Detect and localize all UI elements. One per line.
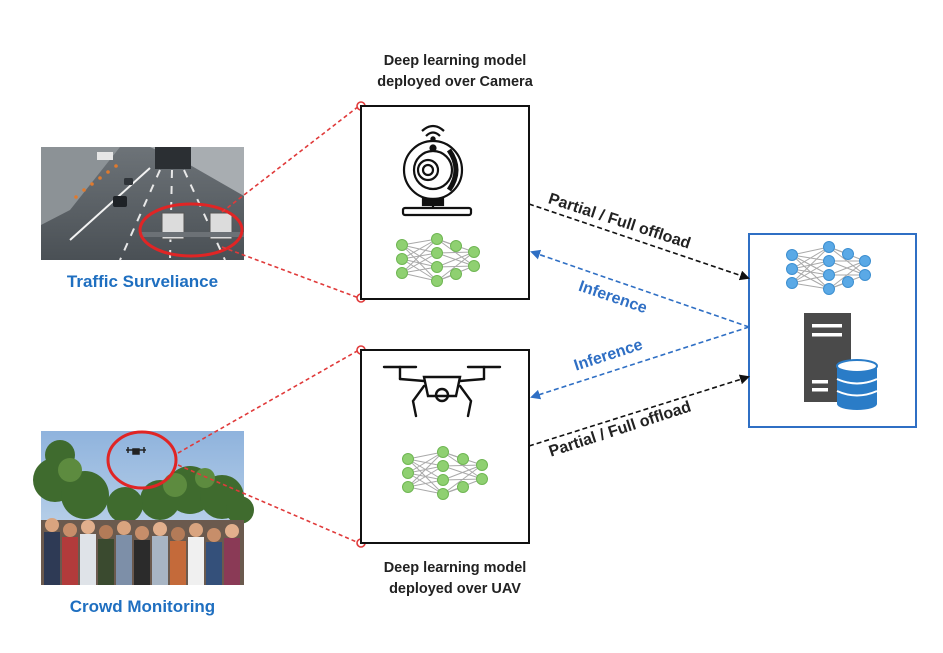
offload-arrow-camera bbox=[528, 203, 750, 281]
camera-model-label-line1: Deep learning model bbox=[383, 53, 527, 69]
neural-network-icon-uav bbox=[402, 446, 488, 500]
offload-arrow-uav bbox=[528, 374, 750, 447]
database-icon bbox=[836, 359, 878, 410]
uav-model-label-line2: deployed over UAV bbox=[389, 581, 521, 597]
traffic-surveillance-label: Traffic Surveliance bbox=[66, 272, 219, 291]
neural-network-icon-camera bbox=[396, 233, 480, 287]
uav-model-label: Deep learning model deployed over UAV bbox=[345, 558, 565, 600]
uav-model-label-line1: Deep learning model bbox=[383, 560, 527, 576]
crowd-monitoring-label: Crowd Monitoring bbox=[69, 597, 216, 616]
neural-network-icon-server bbox=[786, 241, 871, 295]
webcam-icon bbox=[401, 124, 473, 217]
photo-to-camera-connectors bbox=[221, 105, 360, 299]
photo-to-uav-connectors bbox=[177, 349, 360, 544]
camera-model-label-line2: deployed over Camera bbox=[377, 74, 533, 90]
inference-arrow-camera bbox=[530, 249, 750, 328]
crowd-monitoring-photo bbox=[33, 430, 254, 585]
drone-icon bbox=[382, 365, 502, 418]
traffic-surveillance-photo bbox=[41, 147, 244, 261]
inference-arrow-uav bbox=[530, 326, 750, 400]
camera-model-label: Deep learning model deployed over Camera bbox=[345, 51, 565, 93]
camera-model-box bbox=[360, 105, 530, 300]
